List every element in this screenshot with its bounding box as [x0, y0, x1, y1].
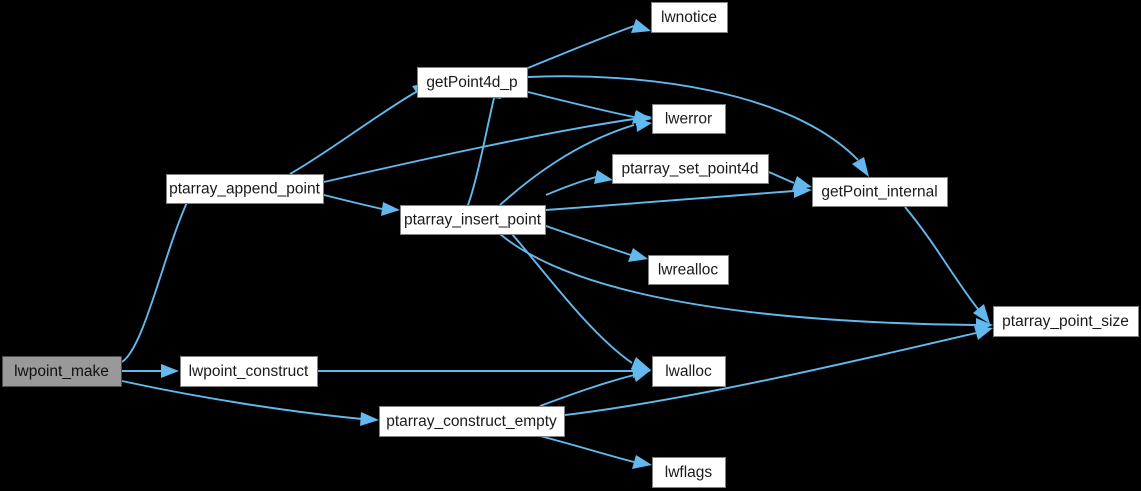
edge-lwpoint_construct-to-lwalloc — [318, 364, 651, 378]
arrowhead-icon — [792, 176, 812, 190]
edge-ptarray_set_point4d-to-getPoint_internal — [768, 171, 812, 190]
edge-line — [545, 190, 795, 211]
arrowhead-icon — [631, 357, 651, 370]
edge-line — [768, 171, 795, 184]
node-lwerror[interactable]: lwerror — [652, 104, 726, 134]
edge-line — [527, 91, 635, 118]
edge-line — [527, 75, 859, 161]
arrowhead-icon — [161, 364, 179, 378]
node-lwalloc[interactable]: lwalloc — [652, 356, 726, 387]
arrowhead-icon — [631, 19, 651, 33]
arrowhead-icon — [976, 318, 993, 332]
edge-getPoint_internal-to-ptarray_point_size — [904, 206, 990, 324]
node-ptarray_append_point[interactable]: ptarray_append_point — [166, 174, 324, 204]
node-getPoint4d_p[interactable]: getPoint4d_p — [417, 67, 528, 98]
edge-getPoint4d_p-to-lwerror — [527, 91, 652, 124]
arrowhead-icon — [632, 455, 652, 469]
node-box[interactable] — [993, 306, 1139, 337]
edge-line — [545, 225, 632, 256]
node-label: lwalloc — [665, 363, 712, 380]
node-label: lwrealloc — [658, 262, 719, 279]
node-box[interactable] — [612, 154, 769, 184]
node-lwnotice[interactable]: lwnotice — [651, 2, 728, 33]
edge-line — [121, 380, 363, 420]
node-box[interactable] — [379, 406, 565, 437]
edge-ptarray_insert_point-to-ptarray_point_size — [499, 233, 993, 332]
node-label: ptarray_construct_empty — [386, 413, 557, 430]
edge-ptarray_insert_point-to-lwerror — [499, 118, 652, 206]
edge-line — [511, 233, 633, 364]
arrowhead-icon — [594, 170, 613, 184]
node-label: lwpoint_construct — [189, 363, 309, 380]
arrowhead-icon — [360, 412, 379, 426]
arrowhead-icon — [973, 304, 990, 324]
edge-ptarray_insert_point-to-lwalloc — [511, 233, 651, 370]
edge-ptarray_construct_empty-to-lwflags — [539, 435, 652, 469]
arrowhead-icon — [852, 157, 869, 177]
node-box[interactable] — [812, 177, 948, 207]
edge-ptarray_append_point-to-ptarray_insert_point — [323, 194, 400, 216]
edge-ptarray_insert_point-to-ptarray_set_point4d — [545, 170, 613, 196]
node-box[interactable] — [652, 104, 726, 134]
arrowhead-icon — [636, 118, 652, 132]
edge-ptarray_insert_point-to-lwrealloc — [545, 225, 648, 262]
node-label: lwerror — [665, 111, 712, 128]
node-box[interactable] — [651, 2, 728, 33]
node-ptarray_set_point4d[interactable]: ptarray_set_point4d — [612, 154, 769, 184]
edge-line — [564, 332, 977, 416]
node-label: ptarray_insert_point — [404, 212, 542, 229]
node-lwflags[interactable]: lwflags — [652, 457, 726, 488]
node-label: ptarray_append_point — [169, 181, 321, 198]
edge-ptarray_insert_point-to-getPoint_internal — [545, 184, 812, 211]
node-box[interactable] — [417, 67, 528, 98]
node-box[interactable] — [648, 255, 729, 285]
edge-line — [904, 206, 979, 310]
node-box[interactable] — [2, 356, 122, 387]
arrowhead-icon — [631, 368, 651, 382]
edges-layer — [121, 19, 993, 469]
node-label: lwpoint_make — [14, 363, 109, 380]
node-getPoint_internal[interactable]: getPoint_internal — [812, 177, 948, 207]
node-box[interactable] — [652, 356, 726, 387]
edge-line — [289, 91, 417, 175]
edge-lwpoint_make-to-ptarray_construct_empty — [121, 380, 379, 426]
arrowhead-icon — [628, 248, 648, 262]
node-ptarray_construct_empty[interactable]: ptarray_construct_empty — [379, 406, 565, 437]
edge-getPoint4d_p-to-getPoint_internal — [527, 75, 869, 177]
arrowhead-icon — [381, 202, 400, 216]
edge-lwpoint_make-to-ptarray_append_point — [121, 184, 203, 363]
edge-ptarray_construct_empty-to-lwalloc — [539, 368, 651, 407]
edge-line — [467, 97, 495, 206]
edge-line — [323, 194, 383, 210]
node-label: ptarray_point_size — [1002, 313, 1129, 330]
node-box[interactable] — [166, 174, 324, 204]
node-lwrealloc[interactable]: lwrealloc — [648, 255, 729, 285]
edge-line — [527, 25, 635, 69]
edge-line — [539, 435, 635, 463]
edge-lwpoint_make-to-lwpoint_construct — [122, 364, 179, 378]
node-lwpoint_construct[interactable]: lwpoint_construct — [180, 356, 318, 387]
node-label: ptarray_set_point4d — [621, 161, 758, 178]
edge-line — [499, 124, 635, 206]
node-label: lwflags — [665, 464, 713, 481]
node-ptarray_insert_point[interactable]: ptarray_insert_point — [400, 205, 546, 235]
edge-ptarray_append_point-to-getPoint4d_p — [289, 82, 432, 175]
node-box[interactable] — [652, 457, 726, 488]
node-label: lwnotice — [661, 9, 717, 26]
edge-line — [545, 176, 597, 196]
edge-ptarray_insert_point-to-getPoint4d_p — [467, 80, 501, 206]
edge-line — [323, 118, 635, 183]
edge-line — [539, 374, 635, 407]
node-box[interactable] — [400, 205, 546, 235]
node-box[interactable] — [180, 356, 318, 387]
edge-getPoint4d_p-to-lwnotice — [527, 19, 651, 69]
node-label: getPoint4d_p — [426, 74, 517, 91]
edge-line — [121, 195, 191, 363]
edge-line — [499, 233, 977, 326]
node-ptarray_point_size[interactable]: ptarray_point_size — [993, 306, 1139, 337]
node-label: getPoint_internal — [821, 184, 937, 201]
node-lwpoint_make[interactable]: lwpoint_make — [2, 356, 122, 387]
